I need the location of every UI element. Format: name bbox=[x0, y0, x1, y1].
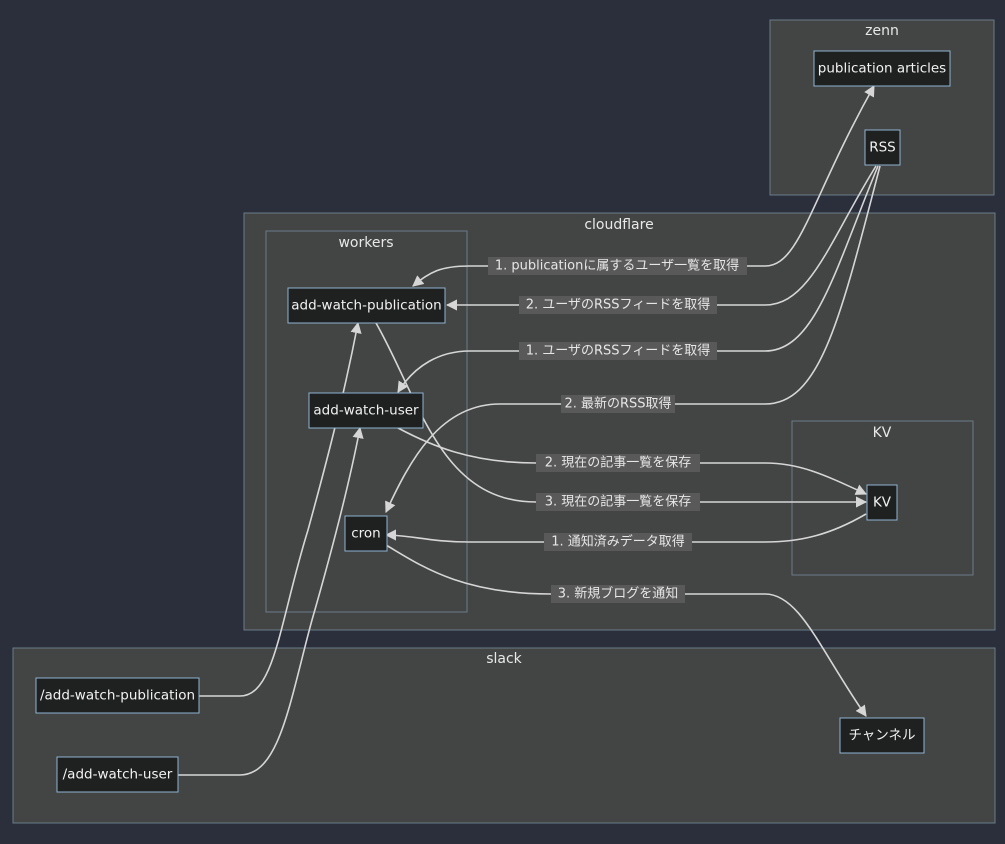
edge-user-get-rss bbox=[397, 165, 879, 393]
cluster-slack: slack bbox=[12, 647, 996, 824]
node-slash-add-watch-publication[interactable]: /add-watch-publication bbox=[35, 677, 200, 714]
svg-text:1. 通知済みデータ取得: 1. 通知済みデータ取得 bbox=[551, 534, 685, 550]
node-add-watch-user[interactable]: add-watch-user bbox=[308, 392, 424, 429]
node-slash-add-watch-user[interactable]: /add-watch-user bbox=[56, 756, 179, 793]
svg-text:1. publicationに属するユーザ一覧を取得: 1. publicationに属するユーザ一覧を取得 bbox=[495, 258, 739, 274]
cluster-kv-title: KV bbox=[873, 425, 892, 441]
svg-text:RSS: RSS bbox=[869, 140, 896, 156]
edge-label-pub-get-rss: 2. ユーザのRSSフィードを取得 bbox=[519, 296, 717, 314]
edge-label-cron-get-latest-rss: 2. 最新のRSS取得 bbox=[561, 395, 675, 413]
edge-cron-get-notified bbox=[384, 513, 867, 543]
node-cron[interactable]: cron bbox=[344, 515, 388, 552]
edge-pub-get-rss bbox=[445, 165, 877, 311]
svg-text:add-watch-publication: add-watch-publication bbox=[291, 298, 442, 314]
edge-label-user-get-rss: 1. ユーザのRSSフィードを取得 bbox=[519, 342, 717, 360]
svg-text:2. ユーザのRSSフィードを取得: 2. ユーザのRSSフィードを取得 bbox=[526, 297, 711, 313]
svg-text:KV: KV bbox=[873, 495, 892, 511]
cluster-zenn-title: zenn bbox=[865, 23, 899, 39]
edge-user-save-articles bbox=[397, 427, 868, 495]
cluster-slack-title: slack bbox=[486, 651, 522, 667]
cluster-workers-title: workers bbox=[338, 235, 393, 251]
svg-text:/add-watch-user: /add-watch-user bbox=[63, 767, 173, 783]
edge-slack-user bbox=[178, 426, 364, 776]
node-publication-articles[interactable]: publication articles bbox=[813, 50, 951, 87]
svg-text:publication articles: publication articles bbox=[818, 61, 946, 77]
edge-label-user-save-articles: 2. 現在の記事一覧を保存 bbox=[536, 454, 700, 472]
svg-text:cron: cron bbox=[351, 526, 381, 542]
svg-text:add-watch-user: add-watch-user bbox=[313, 403, 419, 419]
edge-pub-save-articles bbox=[375, 322, 868, 508]
svg-text:3. 新規ブログを通知: 3. 新規ブログを通知 bbox=[558, 586, 679, 602]
edge-slack-pub bbox=[199, 321, 362, 697]
svg-text:チャンネル: チャンネル bbox=[848, 728, 915, 744]
node-add-watch-publication[interactable]: add-watch-publication bbox=[287, 287, 446, 324]
node-channel[interactable]: チャンネル bbox=[839, 717, 925, 754]
node-kv[interactable]: KV bbox=[866, 484, 898, 521]
edge-pub-get-users bbox=[412, 85, 875, 287]
edge-label-cron-get-notified: 1. 通知済みデータ取得 bbox=[544, 533, 692, 551]
svg-text:/add-watch-publication: /add-watch-publication bbox=[40, 688, 195, 704]
node-rss[interactable]: RSS bbox=[864, 129, 901, 166]
cluster-zenn: zenn bbox=[769, 19, 995, 196]
edge-label-pub-get-users: 1. publicationに属するユーザ一覧を取得 bbox=[488, 257, 747, 275]
edge-label-pub-save-articles: 3. 現在の記事一覧を保存 bbox=[536, 493, 700, 511]
svg-text:2. 現在の記事一覧を保存: 2. 現在の記事一覧を保存 bbox=[545, 455, 692, 471]
cluster-cloudflare-title: cloudflare bbox=[584, 217, 653, 233]
svg-text:1. ユーザのRSSフィードを取得: 1. ユーザのRSSフィードを取得 bbox=[526, 343, 711, 359]
edge-cron-get-latest-rss bbox=[385, 165, 881, 514]
svg-text:3. 現在の記事一覧を保存: 3. 現在の記事一覧を保存 bbox=[545, 494, 692, 510]
svg-text:2. 最新のRSS取得: 2. 最新のRSS取得 bbox=[564, 396, 671, 412]
edge-cron-notify-blog bbox=[385, 544, 867, 717]
edge-label-cron-notify-blog: 3. 新規ブログを通知 bbox=[551, 585, 685, 603]
